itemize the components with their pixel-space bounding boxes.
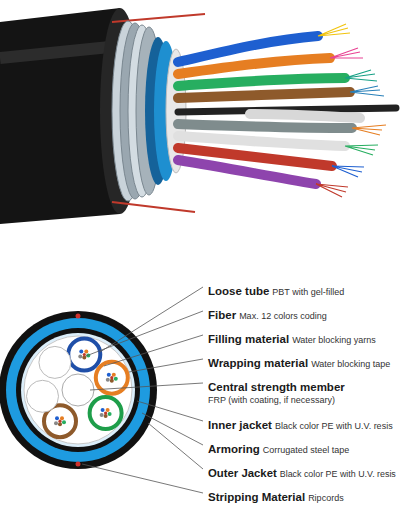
callout-label: ArmoringCorrugated steel tape: [208, 438, 349, 457]
part-description: Max. 12 colors coding: [239, 311, 327, 321]
callout-label: Filling materialWater blocking yarns: [208, 328, 376, 347]
part-description: Black color PE with U.V. resis: [280, 469, 396, 479]
part-name: Armoring: [208, 443, 260, 455]
fibers: [54, 350, 118, 427]
leader-lines: [82, 287, 203, 493]
loose-tubes: [27, 339, 128, 438]
part-name: Fiber: [208, 309, 236, 321]
part-description: Black color PE with U.V. resis: [275, 421, 393, 431]
ripcord: [76, 314, 81, 319]
part-description: Corrugated steel tape: [263, 445, 350, 455]
part-description: Ripcords: [308, 493, 344, 503]
part-description: Water blocking yarns: [292, 335, 376, 345]
part-name: Wrapping material: [208, 357, 308, 369]
callout-label: Central strength memberFRP (with coating…: [208, 376, 345, 406]
part-description: FRP (with coating, if necessary): [208, 395, 345, 406]
callout-label: Inner jacketBlack color PE with U.V. res…: [208, 414, 393, 433]
part-name: Filling material: [208, 333, 289, 345]
part-name: Inner jacket: [208, 419, 272, 431]
part-description: Water blocking tape: [311, 359, 390, 369]
central-member: [62, 374, 94, 406]
part-name: Outer Jacket: [208, 467, 277, 479]
part-description: PBT with gel-filled: [272, 287, 344, 297]
part-name: Loose tube: [208, 285, 269, 297]
callout-label: Outer JacketBlack color PE with U.V. res…: [208, 462, 396, 481]
callout-label: Loose tubePBT with gel-filled: [208, 280, 344, 299]
cross-section: [0, 311, 157, 469]
callout-label: FiberMax. 12 colors coding: [208, 304, 327, 323]
ripcord: [76, 462, 81, 467]
callout-label: Wrapping materialWater blocking tape: [208, 352, 390, 371]
cable-photo: [0, 8, 396, 224]
part-name: Stripping Material: [208, 491, 305, 503]
callout-label: Stripping MaterialRipcords: [208, 486, 344, 505]
part-name: Central strength member: [208, 381, 345, 393]
